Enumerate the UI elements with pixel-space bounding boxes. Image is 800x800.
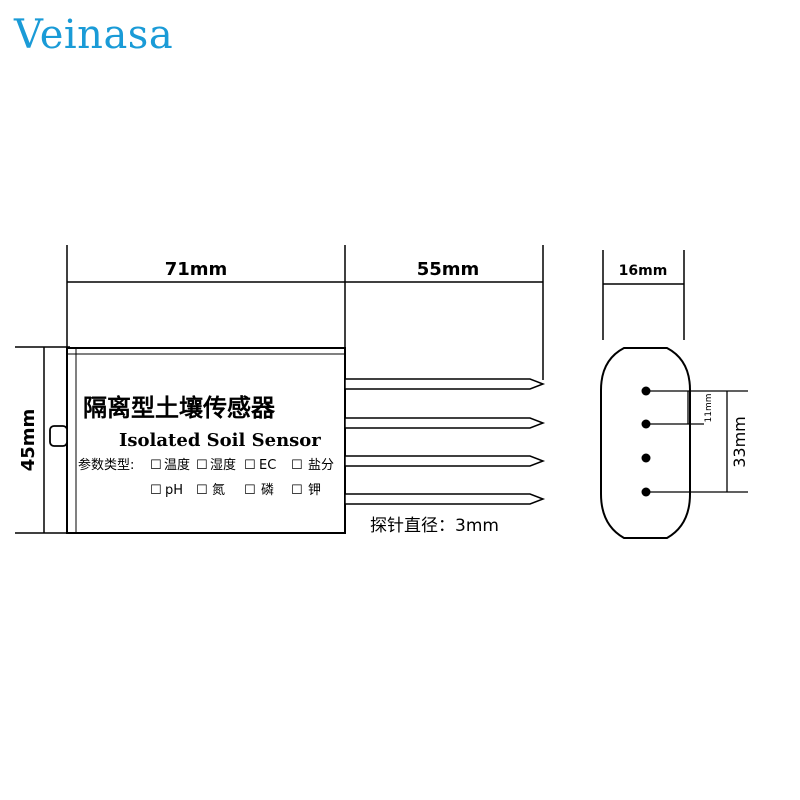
checkbox-icon: ☐	[196, 458, 208, 473]
probe	[344, 455, 546, 467]
probe	[344, 417, 546, 429]
checkbox-icon: ☐	[291, 483, 303, 498]
brand-logo: Veinasa	[14, 12, 174, 58]
param-item: 盐分	[308, 458, 334, 473]
probe	[344, 493, 546, 505]
outer-span-label: 33mm	[730, 416, 749, 468]
sensor-title-en: Isolated Soil Sensor	[119, 430, 321, 451]
end-view-outline	[600, 347, 691, 539]
body-length-label: 71mm	[165, 259, 228, 280]
top-dimension-lines	[66, 245, 544, 380]
sensor-body	[49, 347, 346, 534]
side-connector-tab	[49, 425, 68, 447]
pin-dot	[641, 453, 651, 463]
probes	[344, 378, 546, 505]
checkbox-icon: ☐	[150, 458, 162, 473]
end-view-side-dimensions	[646, 390, 748, 493]
checkbox-icon: ☐	[244, 458, 256, 473]
checkbox-icon: ☐	[150, 483, 162, 498]
sensor-title-cn: 隔离型土壤传感器	[83, 394, 276, 422]
end-width-label: 16mm	[619, 263, 668, 279]
probe-diameter-note: 探针直径：3mm	[370, 516, 499, 536]
param-item: EC	[259, 458, 276, 473]
end-view-top-dimension	[602, 250, 685, 340]
param-label: 参数类型:	[78, 457, 134, 473]
height-label: 45mm	[18, 409, 39, 472]
param-item: 钾	[308, 483, 321, 498]
probe	[344, 378, 546, 390]
param-item: pH	[165, 483, 183, 498]
param-item: 温度	[164, 457, 190, 473]
height-dimension-lines	[15, 346, 70, 534]
probe-spacing-label: 11mm	[704, 394, 714, 423]
checkbox-icon: ☐	[244, 483, 256, 498]
checkbox-icon: ☐	[291, 458, 303, 473]
param-item: 湿度	[210, 457, 236, 473]
param-item: 磷	[261, 483, 274, 498]
param-item: 氮	[212, 483, 225, 498]
probe-length-label: 55mm	[417, 259, 480, 280]
checkbox-icon: ☐	[196, 483, 208, 498]
